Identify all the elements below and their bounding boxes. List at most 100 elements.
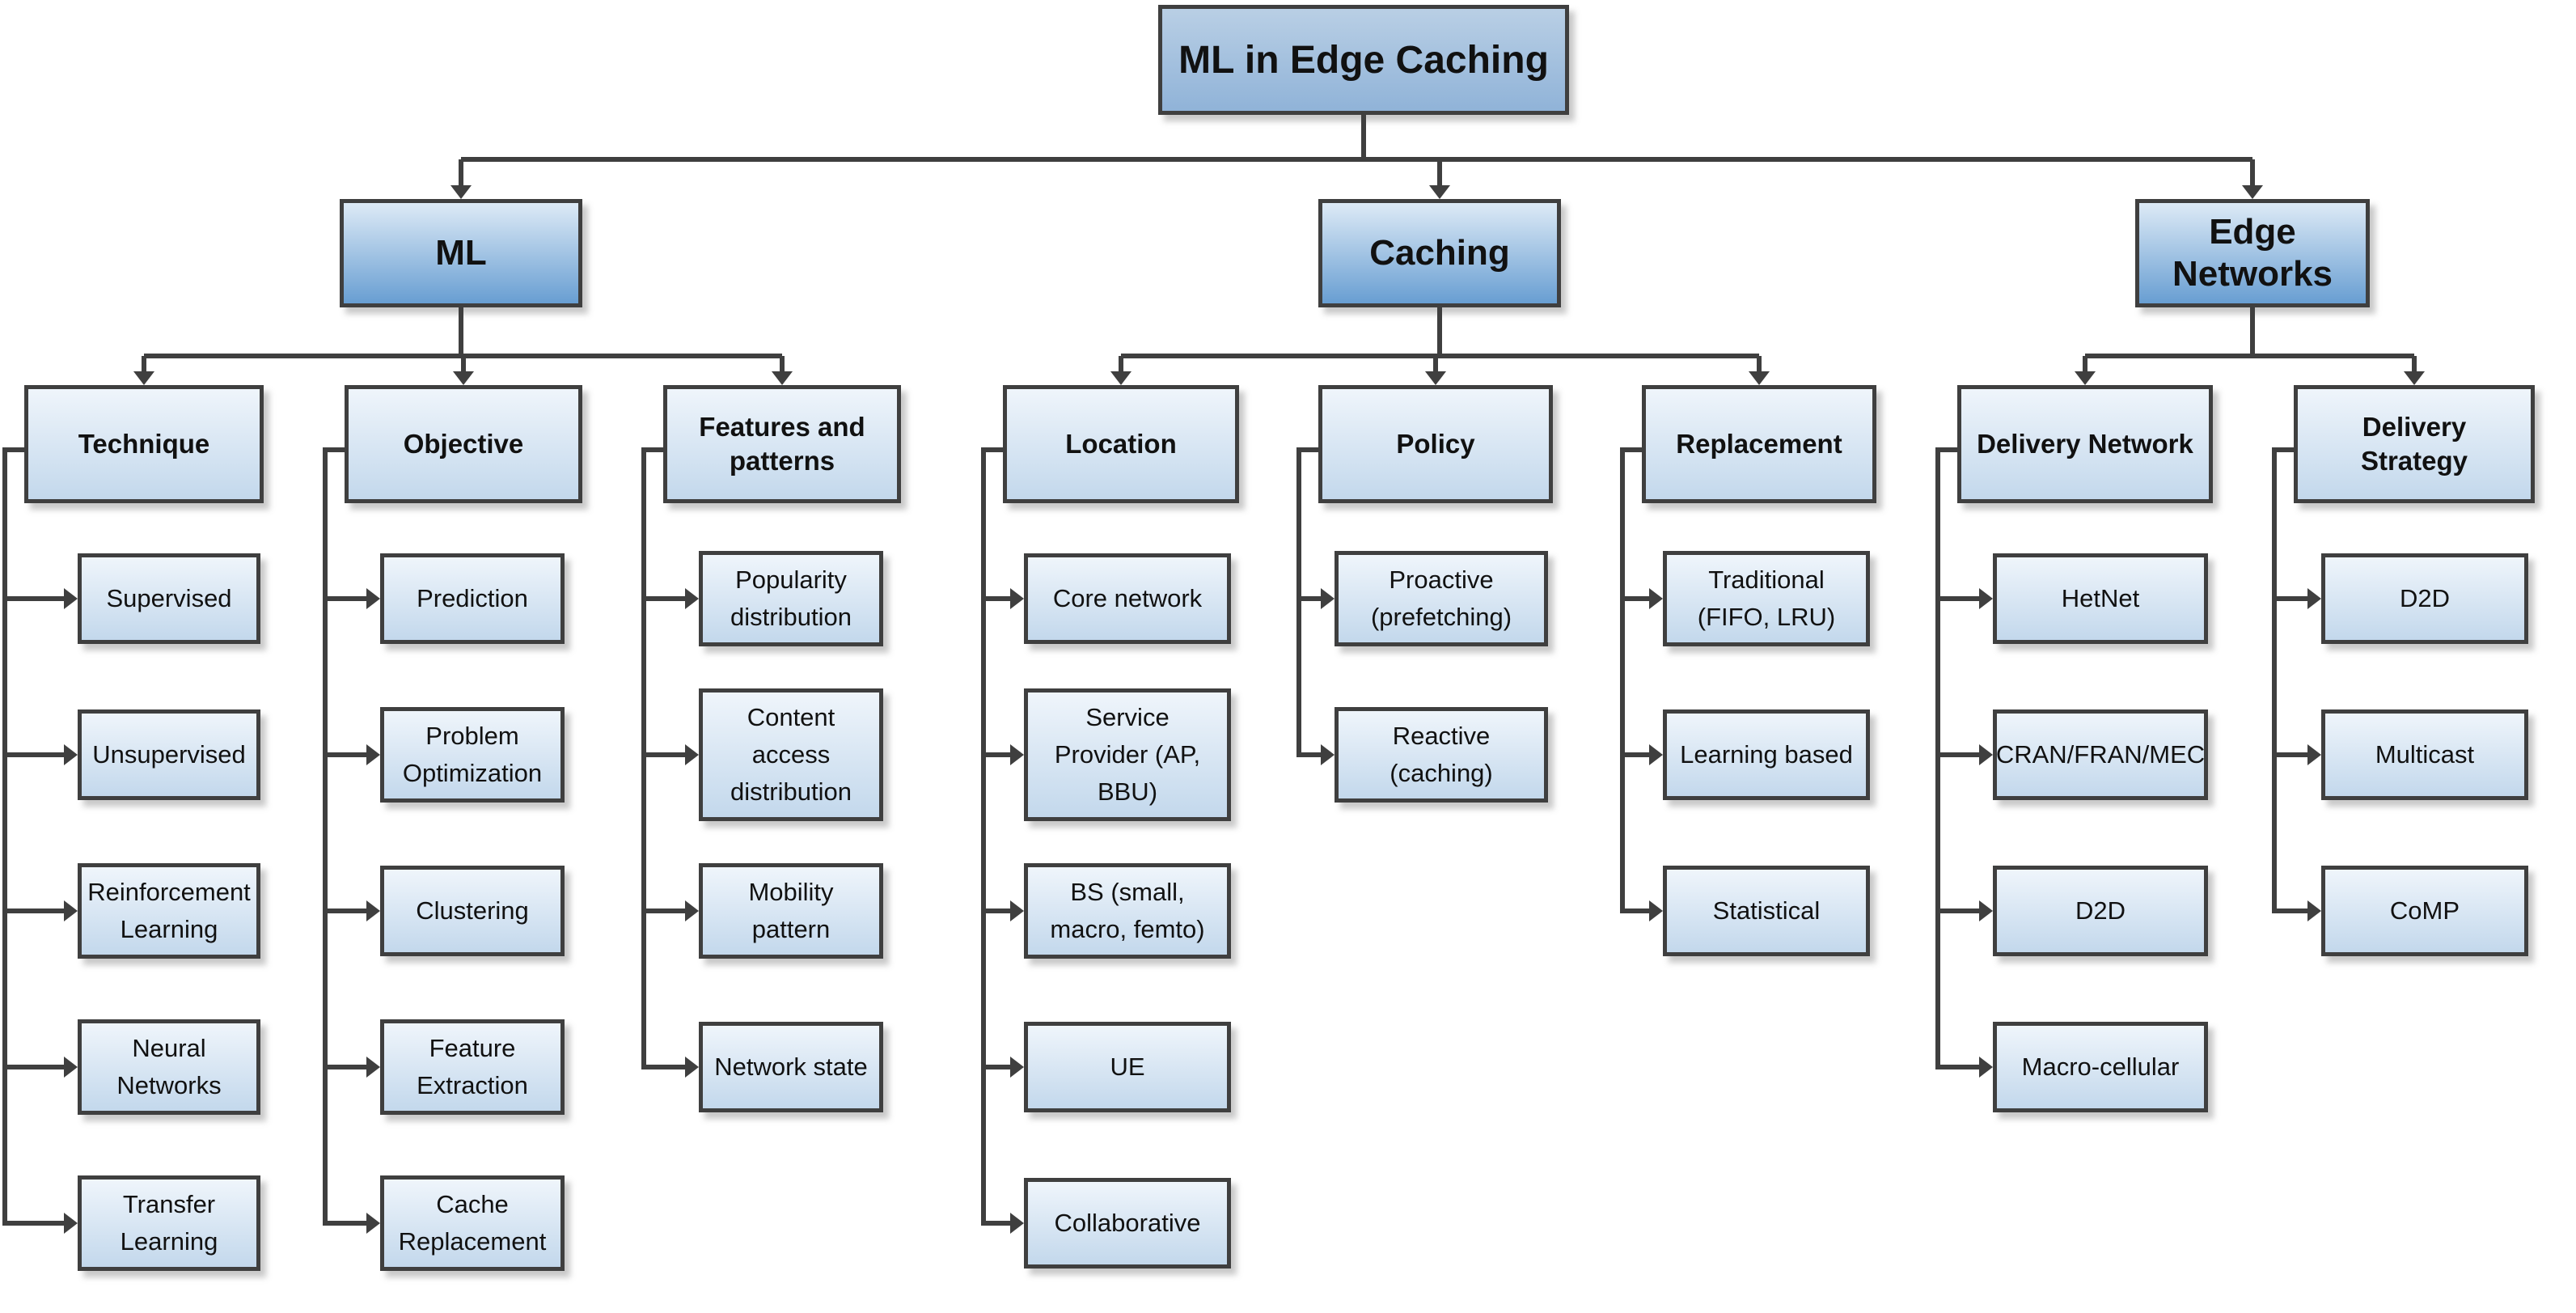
category-node-technique-label: Technique [78, 429, 210, 459]
arrowhead-into-delivery-network [2075, 371, 2096, 385]
connector-branch-delivery-network-macro-cellular [1935, 1065, 1981, 1069]
arrowhead-into-bs-small-macro-femto [1010, 900, 1024, 921]
connector-branch-technique-reinforcement-learning [2, 909, 66, 913]
arrowhead-into-macro-cellular [1979, 1057, 1993, 1078]
connector-branch-objective-clustering [323, 909, 368, 913]
leaf-node-features-and-patterns-popularity-distribution-label: Popularity distribution [730, 565, 852, 631]
arrowhead-into-problem-optimization [366, 744, 380, 765]
arrowhead-into-d2d [2307, 588, 2321, 609]
leaf-node-features-and-patterns-mobility-pattern-label: Mobility pattern [748, 878, 834, 943]
leaf-node-delivery-network-d2d: D2D [1993, 866, 2208, 956]
category-node-features-and-patterns: Features and patterns [663, 385, 901, 503]
leaf-node-policy-proactive-prefetching: Proactive (prefetching) [1335, 551, 1548, 646]
leaf-node-policy-proactive-prefetching-label: Proactive (prefetching) [1370, 565, 1512, 631]
arrowhead-into-clustering [366, 900, 380, 921]
category-node-delivery-strategy-label: Delivery Strategy [2360, 412, 2468, 476]
connector-drop-features-and-patterns [780, 356, 785, 374]
connector-drop-policy [1433, 356, 1438, 374]
connector-branch-objective-cache-replacement [323, 1221, 368, 1226]
category-node-policy: Policy [1318, 385, 1553, 503]
arrowhead-into-statistical [1649, 900, 1663, 921]
arrowhead-into-unsupervised [64, 744, 78, 765]
arrowhead-into-edge-networks [2242, 185, 2263, 199]
connector-elbow-delivery-strategy [2272, 447, 2294, 452]
connector-branch-delivery-network-cran-fran-mec [1935, 752, 1981, 757]
connector-bus-edge-networks [2085, 354, 2414, 358]
leaf-node-location-bs-small-macro-femto-label: BS (small, macro, femto) [1050, 878, 1205, 943]
connector-trunk-replacement [1620, 450, 1625, 913]
connector-branch-replacement-traditional-fifo-lru [1620, 596, 1651, 601]
root-node-ml-in-edge-caching-label: ML in Edge Caching [1178, 38, 1549, 82]
leaf-node-delivery-network-macro-cellular-label: Macro-cellular [2021, 1053, 2180, 1081]
arrowhead-into-prediction [366, 588, 380, 609]
leaf-node-location-service-provider-ap-bbu-label: Service Provider (AP, BBU) [1054, 703, 1201, 806]
leaf-node-delivery-network-macro-cellular: Macro-cellular [1993, 1022, 2208, 1112]
connector-elbow-location [981, 447, 1003, 452]
connector-branch-features-and-patterns-network-state [641, 1065, 687, 1069]
leaf-node-delivery-strategy-d2d-label: D2D [2399, 584, 2450, 612]
leaf-node-technique-reinforcement-learning-label: Reinforcement Learning [87, 878, 251, 943]
connector-elbow-delivery-network [1935, 447, 1957, 452]
leaf-node-objective-clustering: Clustering [380, 866, 565, 956]
leaf-node-location-ue: UE [1024, 1022, 1231, 1112]
leaf-node-features-and-patterns-popularity-distribution: Popularity distribution [699, 551, 883, 646]
arrowhead-into-comp [2307, 900, 2321, 921]
arrowhead-into-popularity-distribution [685, 588, 699, 609]
connector-trunk-objective [323, 450, 328, 1226]
connector-elbow-objective [323, 447, 345, 452]
category-node-location-label: Location [1065, 429, 1177, 459]
leaf-node-technique-supervised-label: Supervised [106, 584, 232, 612]
leaf-node-technique-unsupervised: Unsupervised [78, 709, 260, 800]
connector-trunk-policy [1296, 450, 1301, 757]
category-node-delivery-network: Delivery Network [1957, 385, 2213, 503]
arrowhead-into-features-and-patterns [772, 371, 793, 385]
leaf-node-features-and-patterns-mobility-pattern: Mobility pattern [699, 863, 883, 959]
connector-branch-objective-feature-extraction [323, 1065, 368, 1069]
connector-branch-policy-reactive-caching [1296, 752, 1322, 757]
arrowhead-into-d2d [1979, 900, 1993, 921]
connector-branch-policy-proactive-prefetching [1296, 596, 1322, 601]
connector-drop-location [1119, 356, 1123, 374]
leaf-node-delivery-strategy-comp: CoMP [2321, 866, 2528, 956]
arrowhead-into-ml [450, 185, 472, 199]
connector-trunk-delivery-strategy [2272, 450, 2277, 913]
category-node-technique: Technique [24, 385, 264, 503]
arrowhead-into-caching [1429, 185, 1450, 199]
arrowhead-into-core-network [1010, 588, 1024, 609]
connector-branch-technique-unsupervised [2, 752, 66, 757]
leaf-node-replacement-statistical-label: Statistical [1712, 896, 1821, 925]
leaf-node-delivery-strategy-comp-label: CoMP [2389, 896, 2460, 925]
connector-branch-delivery-strategy-multicast [2272, 752, 2309, 757]
leaf-node-replacement-traditional-fifo-lru: Traditional (FIFO, LRU) [1663, 551, 1870, 646]
leaf-node-delivery-network-d2d-label: D2D [2075, 896, 2126, 925]
connector-elbow-technique [2, 447, 24, 452]
connector-drop-delivery-strategy [2412, 356, 2417, 374]
branch-node-ml: ML [340, 199, 582, 307]
connector-trunk-features-and-patterns [641, 450, 646, 1069]
connector-drop-edge-networks [2250, 159, 2255, 188]
arrowhead-into-objective [453, 371, 474, 385]
leaf-node-delivery-strategy-d2d: D2D [2321, 553, 2528, 644]
connector-branch-location-bs-small-macro-femto [981, 909, 1012, 913]
leaf-node-objective-prediction-label: Prediction [417, 584, 528, 612]
connector-trunk-delivery-network [1935, 450, 1940, 1069]
arrowhead-into-transfer-learning [64, 1213, 78, 1234]
connector-branch-delivery-network-d2d [1935, 909, 1981, 913]
branch-node-ml-label: ML [435, 233, 487, 273]
arrowhead-into-service-provider-ap-bbu [1010, 744, 1024, 765]
leaf-node-delivery-network-hetnet: HetNet [1993, 553, 2208, 644]
leaf-node-objective-feature-extraction: Feature Extraction [380, 1019, 565, 1115]
connector-branch-objective-problem-optimization [323, 752, 368, 757]
leaf-node-location-collaborative-label: Collaborative [1054, 1209, 1201, 1237]
leaf-node-technique-reinforcement-learning: Reinforcement Learning [78, 863, 260, 959]
arrowhead-into-technique [133, 371, 154, 385]
connector-drop-objective [461, 356, 466, 374]
leaf-node-delivery-network-cran-fran-mec-label: CRAN/FRAN/MEC [1995, 740, 2206, 769]
connector-drop-delivery-network [2083, 356, 2087, 374]
leaf-node-technique-neural-networks: Neural Networks [78, 1019, 260, 1115]
arrowhead-into-learning-based [1649, 744, 1663, 765]
connector-drop-ml [459, 159, 463, 188]
category-node-features-and-patterns-label: Features and patterns [699, 412, 865, 476]
connector-branch-features-and-patterns-popularity-distribution [641, 596, 687, 601]
